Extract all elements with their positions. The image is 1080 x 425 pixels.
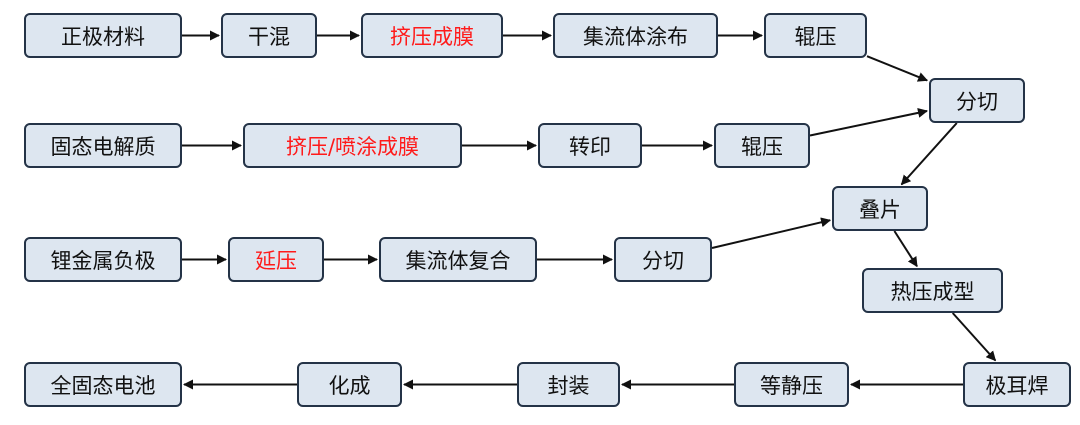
arrow-roll_press_2-to-slitting_1: [809, 107, 928, 137]
arrow-roll_press_1-to-slitting_1: [866, 55, 929, 82]
node-hot-press-forming: 热压成型: [862, 268, 1003, 313]
node-slitting-lower: 分切: [614, 237, 712, 282]
node-cathode-material: 正极材料: [24, 13, 182, 58]
arrow-slitting_2-to-stacking: [711, 217, 832, 249]
node-all-solid-state-battery: 全固态电池: [24, 362, 182, 407]
arrow-slitting_1-to-stacking: [900, 122, 958, 186]
node-collector-coating: 集流体涂布: [553, 13, 718, 58]
node-packaging: 封装: [517, 362, 620, 407]
node-stacking: 叠片: [832, 186, 928, 231]
node-collector-composite: 集流体复合: [379, 237, 537, 282]
node-isostatic-press: 等静压: [734, 362, 849, 407]
node-dry-mix: 干混: [221, 13, 317, 58]
node-solid-electrolyte: 固态电解质: [24, 123, 182, 168]
node-extrude-spray-film: 挤压/喷涂成膜: [243, 123, 462, 168]
node-calendering: 延压: [228, 237, 324, 282]
arrow-hot_press_forming-to-tab_welding: [951, 312, 997, 362]
node-lithium-anode: 锂金属负极: [24, 237, 182, 282]
arrow-stacking-to-hot_press_forming: [893, 230, 918, 268]
node-formation: 化成: [297, 362, 402, 407]
node-transfer-printing: 转印: [538, 123, 642, 168]
node-tab-welding: 极耳焊: [963, 362, 1071, 407]
node-extrude-film: 挤压成膜: [361, 13, 503, 58]
node-roll-press-top: 辊压: [764, 13, 867, 58]
node-roll-press-middle: 辊压: [714, 123, 810, 168]
node-slitting-upper: 分切: [929, 78, 1025, 123]
